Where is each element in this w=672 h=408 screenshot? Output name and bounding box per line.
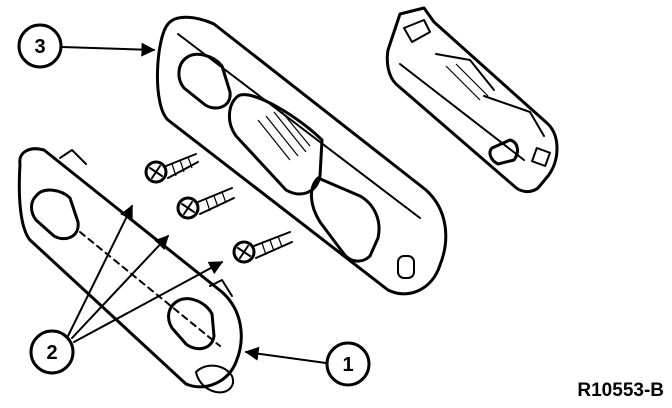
callout-1: 1 bbox=[244, 341, 371, 387]
callout-2-label: 2 bbox=[46, 342, 57, 364]
trim-bezel bbox=[17, 147, 243, 394]
handle-housing bbox=[155, 15, 448, 296]
callout-3: 3 bbox=[17, 23, 156, 69]
screw-middle bbox=[176, 187, 235, 220]
screw-upper bbox=[144, 153, 199, 184]
callout-1-label: 1 bbox=[342, 354, 353, 376]
latch-mechanism bbox=[385, 6, 559, 194]
screw-lower bbox=[232, 231, 293, 264]
callout-3-label: 3 bbox=[34, 36, 45, 58]
figure-id: R10553-B bbox=[577, 380, 664, 401]
callout-2: 2 bbox=[29, 204, 224, 375]
